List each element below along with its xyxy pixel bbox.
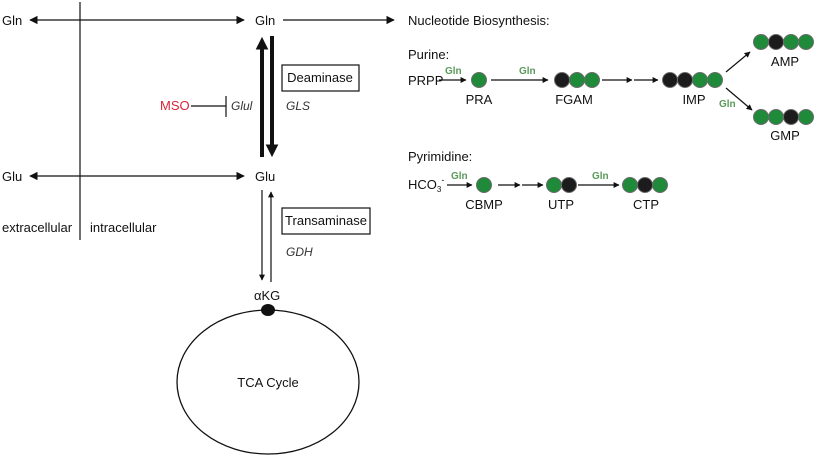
amp-label: AMP [771, 54, 799, 69]
amp-green-ball [798, 34, 814, 50]
gln-intracellular-label: Gln [255, 13, 275, 28]
imp-to-gmp-arrow [725, 87, 753, 111]
pra-molecule: PRA [466, 72, 493, 107]
hco3-label: HCO3- [408, 175, 444, 194]
mso-label: MSO [160, 98, 190, 113]
imp-green-ball [707, 72, 723, 88]
amp-green-ball [783, 34, 799, 50]
pra-label: PRA [466, 92, 493, 107]
transaminase-label: Transaminase [285, 213, 367, 228]
imp-black-ball [677, 72, 693, 88]
imp-label: IMP [682, 92, 705, 107]
glu-extracellular-label: Glu [2, 169, 22, 184]
gln-step-gmp: Gln [719, 99, 736, 110]
ctp-black-ball [637, 177, 653, 193]
gmp-molecule: GMP [753, 109, 814, 143]
imp-molecule: IMP [662, 72, 723, 107]
glul-label: Glul [231, 99, 253, 113]
fgam-label: FGAM [555, 92, 593, 107]
gln-step-ctp: Gln [592, 171, 609, 182]
akg-label: αKG [254, 288, 280, 303]
gmp-green-ball [798, 109, 814, 125]
utp-green-ball [546, 177, 562, 193]
gln-step-fgam: Gln [519, 66, 536, 77]
utp-black-ball [561, 177, 577, 193]
fgam-black-ball [554, 72, 570, 88]
imp-black-ball [662, 72, 678, 88]
gmp-green-ball [768, 109, 784, 125]
gmp-label: GMP [770, 128, 800, 143]
ctp-green-ball [652, 177, 668, 193]
deaminase-box [281, 64, 360, 92]
prpp-label: PRPP [408, 73, 443, 88]
intracellular-label: intracellular [90, 220, 157, 235]
gmp-green-ball [753, 109, 769, 125]
nucleotide-panel: Nucleotide Biosynthesis: Purine: PRPP Gl… [408, 13, 814, 212]
purine-label: Purine: [408, 47, 449, 62]
imp-green-ball [692, 72, 708, 88]
ctp-label: CTP [633, 197, 659, 212]
utp-molecule: UTP [546, 177, 577, 212]
gls-label: GLS [286, 99, 310, 113]
gln-step-pra: Gln [445, 66, 462, 77]
gmp-black-ball [783, 109, 799, 125]
cbmp-molecule: CBMP [465, 177, 503, 212]
deaminase-label: Deaminase [287, 70, 353, 85]
extracellular-label: extracellular [2, 220, 73, 235]
nucleotide-title: Nucleotide Biosynthesis: [408, 13, 550, 28]
fgam-molecule: FGAM [554, 72, 600, 107]
transaminase-box [281, 207, 371, 235]
amp-black-ball [768, 34, 784, 50]
utp-label: UTP [548, 197, 574, 212]
imp-to-amp-arrow [725, 51, 751, 73]
amp-green-ball [753, 34, 769, 50]
left-panel: Gln Gln Glu Glu Deaminase GLS MSO Glul T… [2, 2, 395, 455]
glu-intracellular-label: Glu [255, 169, 275, 184]
gln-extracellular-label: Gln [2, 13, 22, 28]
cbmp-green-ball [476, 177, 492, 193]
fgam-green-ball [569, 72, 585, 88]
pyrimidine-label: Pyrimidine: [408, 149, 472, 164]
amp-molecule: AMP [753, 34, 814, 69]
fgam-green-ball [584, 72, 600, 88]
ctp-molecule: CTP [622, 177, 668, 212]
gln-step-cbmp: Gln [451, 171, 468, 182]
gdh-label: GDH [286, 245, 313, 259]
cbmp-label: CBMP [465, 197, 503, 212]
tca-cycle-label: TCA Cycle [237, 375, 298, 390]
ctp-green-ball [622, 177, 638, 193]
pra-green-ball [471, 72, 487, 88]
akg-node [261, 304, 275, 316]
